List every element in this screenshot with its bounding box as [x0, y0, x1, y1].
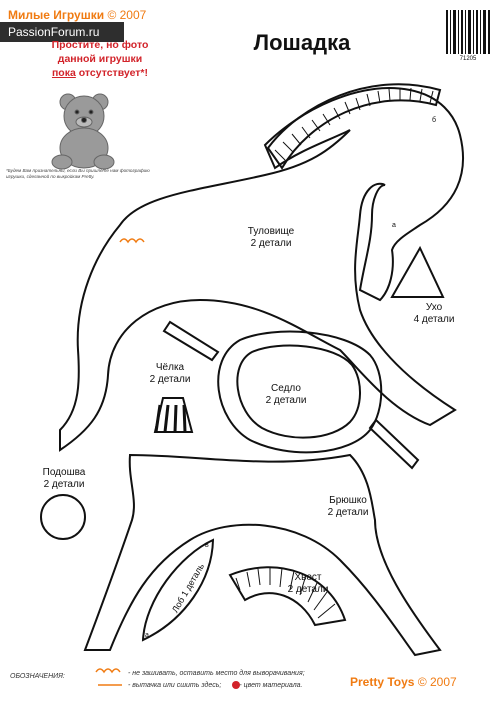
- saddle-outer: [217, 330, 383, 454]
- teddy-bear-image: [51, 93, 115, 170]
- tail-hatching: [235, 567, 336, 619]
- missing-photo-notice: Простите, но фото данной игрушки пока от…: [51, 39, 149, 79]
- pattern-title: Лошадка: [253, 30, 351, 55]
- mark-b: б: [432, 117, 437, 124]
- saddle-strap-right: [368, 418, 420, 470]
- belly-outline: [83, 453, 442, 657]
- forelock-fringe: [154, 404, 187, 433]
- legend-color-icon: [232, 681, 240, 689]
- mark-a-forehead: а: [145, 632, 149, 639]
- tail-outline: [228, 566, 347, 627]
- pattern-code: 71205: [459, 56, 477, 62]
- legend-dart-text: - вытачка или сшить здесь; - цвет матери…: [128, 682, 303, 689]
- barcode-icon: [446, 10, 490, 54]
- forelock-outline: [153, 397, 194, 433]
- mane-hatching: [274, 87, 434, 161]
- mane-outline: [266, 83, 442, 170]
- brand-name: Милые Игрушки: [8, 8, 105, 22]
- bear-footnote: *Будем Вам признательны, если Вы пришлет…: [6, 168, 150, 179]
- mark-v: в: [205, 542, 209, 549]
- body-outline: [59, 87, 465, 452]
- forehead-outline: [141, 538, 215, 642]
- brand-year: © 2007: [107, 8, 147, 22]
- legend-opening-text: - не зашивать, оставить место для вывора…: [128, 670, 305, 677]
- legend-opening-icon: [95, 668, 121, 674]
- sole-outline: [40, 494, 86, 540]
- footer-brand: Pretty Toys © 2007: [350, 675, 457, 689]
- legend-title: ОБОЗНАЧЕНИЯ:: [10, 673, 65, 680]
- opening-mark: [119, 238, 145, 244]
- mark-a-body: а: [392, 222, 396, 229]
- saddle-inner: [236, 344, 361, 439]
- ear-outline: [390, 245, 445, 298]
- saddle-strap-left: [162, 320, 220, 362]
- brand-logo: Милые Игрушки © 2007: [8, 8, 146, 22]
- watermark: PassionForum.ru: [0, 22, 124, 42]
